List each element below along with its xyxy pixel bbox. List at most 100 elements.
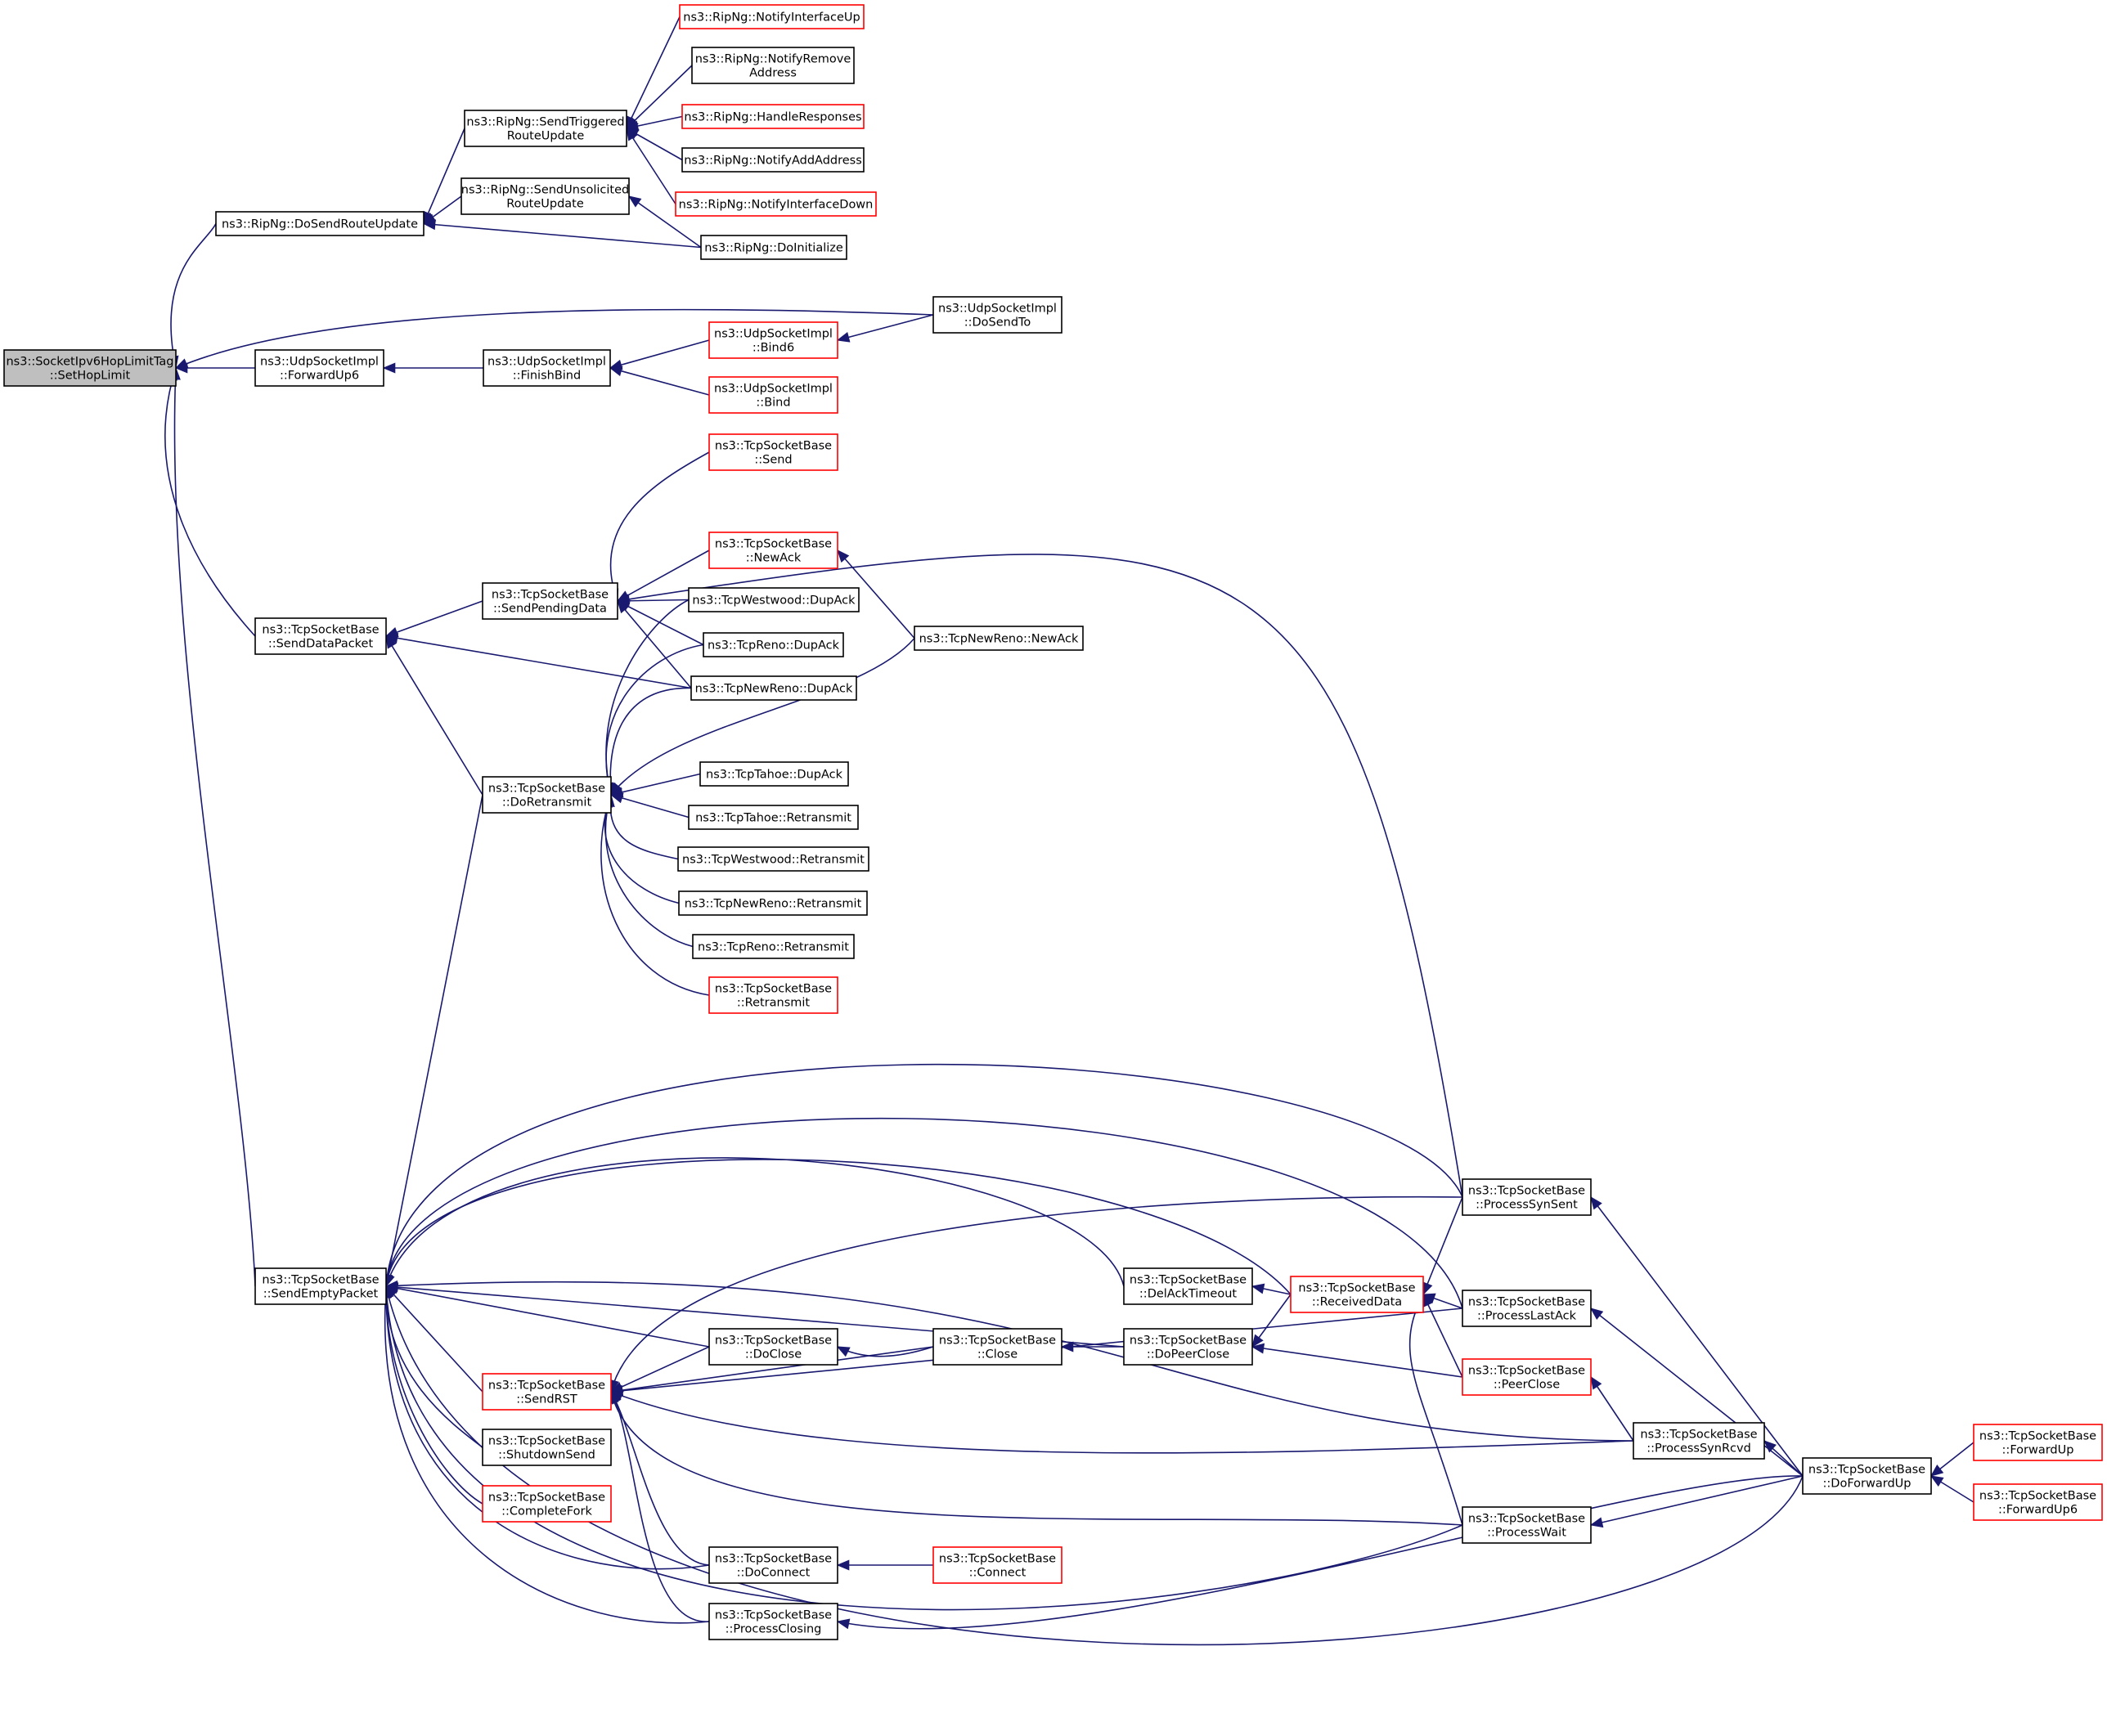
node-udpForwardUp6[interactable]: ns3::UdpSocketImpl::ForwardUp6 <box>254 349 384 387</box>
edge-doForwardUp-to-processSynRcvd <box>1763 1440 1804 1477</box>
node-delAckTimeout[interactable]: ns3::TcpSocketBase::DelAckTimeout <box>1123 1267 1253 1305</box>
node-box <box>1633 1422 1765 1460</box>
edge-processSynSent-to-sendRST <box>609 1195 1463 1393</box>
node-shutdownSend[interactable]: ns3::TcpSocketBase::ShutdownSend <box>482 1429 612 1466</box>
node-box <box>482 582 618 620</box>
node-box <box>1462 1506 1592 1544</box>
edge-tcpNewAck-to-sendPendingData <box>616 550 710 602</box>
node-box <box>708 1546 838 1584</box>
node-label: ns3::TcpReno::DupAck <box>708 639 840 653</box>
node-box <box>1802 1457 1932 1495</box>
node-doForwardUp[interactable]: ns3::TcpSocketBase::DoForwardUp <box>1802 1457 1932 1495</box>
node-tcpSend[interactable]: ns3::TcpSocketBase::Send <box>708 433 838 471</box>
node-label: ::ProcessSynSent <box>1476 1199 1578 1212</box>
node-tcpClose[interactable]: ns3::TcpSocketBase::Close <box>932 1328 1062 1366</box>
node-box <box>703 632 844 657</box>
node-label: ::ProcessLastAck <box>1477 1310 1577 1323</box>
node-label: ::SendDataPacket <box>268 638 374 651</box>
node-root[interactable]: ns3::SocketIpv6HopLimitTag::SetHopLimit <box>3 349 177 387</box>
node-doRetransmit[interactable]: ns3::TcpSocketBase::DoRetransmit <box>482 776 612 814</box>
edge-sendDataPacket-to-root <box>164 366 256 637</box>
node-box <box>482 1373 612 1411</box>
node-peerClose[interactable]: ns3::TcpSocketBase::PeerClose <box>1462 1358 1592 1396</box>
node-box <box>692 934 855 959</box>
node-processSynRcvd[interactable]: ns3::TcpSocketBase::ProcessSynRcvd <box>1633 1422 1765 1460</box>
node-westwoodRetransmit[interactable]: ns3::TcpWestwood::Retransmit <box>677 846 869 872</box>
node-processClosing[interactable]: ns3::TcpSocketBase::ProcessClosing <box>708 1603 838 1640</box>
node-westwoodDupAck[interactable]: ns3::TcpWestwood::DupAck <box>688 587 860 612</box>
node-label: ns3::TcpNewReno::DupAck <box>695 683 853 696</box>
edge-doSendRouteUpdate-to-root <box>168 223 217 370</box>
edge-udpDoSendTo-to-root <box>174 308 934 369</box>
node-tcpForwardUp[interactable]: ns3::TcpSocketBase::ForwardUp <box>1973 1424 2103 1461</box>
node-tahoeDupAck[interactable]: ns3::TcpTahoe::DupAck <box>699 761 849 787</box>
node-label: ns3::TcpSocketBase <box>939 1553 1056 1566</box>
node-label: ns3::TcpSocketBase <box>715 1553 832 1566</box>
edge-tcpSend-to-sendPendingData <box>608 451 710 603</box>
node-renoDupAck[interactable]: ns3::TcpReno::DupAck <box>703 632 844 657</box>
node-tcpForwardUp6[interactable]: ns3::TcpSocketBase::ForwardUp6 <box>1973 1483 2103 1521</box>
node-label: ns3::TcpWestwood::Retransmit <box>682 854 865 867</box>
node-box <box>932 296 1062 334</box>
node-label: ::FinishBind <box>513 370 581 383</box>
node-label: ns3::RipNg::SendUnsolicited <box>461 184 630 197</box>
node-tahoeRetransmit[interactable]: ns3::TcpTahoe::Retransmit <box>688 805 859 830</box>
node-udpDoSendTo[interactable]: ns3::UdpSocketImpl::DoSendTo <box>932 296 1062 334</box>
node-sendDataPacket[interactable]: ns3::TcpSocketBase::SendDataPacket <box>254 617 387 655</box>
node-box <box>675 191 877 217</box>
node-label: ns3::TcpSocketBase <box>488 1492 605 1505</box>
node-label: ns3::TcpSocketBase <box>488 1435 605 1448</box>
node-label: ns3::TcpWestwood::DupAck <box>692 594 856 608</box>
node-notifyIfDown[interactable]: ns3::RipNg::NotifyInterfaceDown <box>675 191 877 217</box>
edge-processWait-to-receivedData <box>1408 1293 1463 1526</box>
node-box <box>708 1328 838 1366</box>
node-label: ns3::UdpSocketImpl <box>714 328 833 341</box>
node-label: ::ShutdownSend <box>498 1449 595 1462</box>
edge-notifyRemove-to-sendTriggered <box>626 65 693 129</box>
node-completeFork[interactable]: ns3::TcpSocketBase::CompleteFork <box>482 1485 612 1523</box>
edge-processSynRcvd-to-sendEmptyPacket <box>384 1280 1634 1442</box>
node-notifyAdd[interactable]: ns3::RipNg::NotifyAddAddress <box>681 147 865 173</box>
node-renoRetransmit[interactable]: ns3::TcpReno::Retransmit <box>692 934 855 959</box>
node-processWait[interactable]: ns3::TcpSocketBase::ProcessWait <box>1462 1506 1592 1544</box>
node-processSynSent[interactable]: ns3::TcpSocketBase::ProcessSynSent <box>1462 1178 1592 1216</box>
node-label: ns3::UdpSocketImpl <box>260 356 379 369</box>
node-newRenoDupAck[interactable]: ns3::TcpNewReno::DupAck <box>690 675 857 701</box>
edge-doForwardUp-to-processClosing <box>836 1475 1804 1630</box>
node-handleResponses[interactable]: ns3::RipNg::HandleResponses <box>681 104 865 129</box>
node-doClose[interactable]: ns3::TcpSocketBase::DoClose <box>708 1328 838 1366</box>
node-sendRST[interactable]: ns3::TcpSocketBase::SendRST <box>482 1373 612 1411</box>
edge-doConnect-to-sendRST <box>610 1390 710 1566</box>
node-receivedData[interactable]: ns3::TcpSocketBase::ReceivedData <box>1290 1276 1424 1313</box>
edge-processWait-to-sendEmptyPacket <box>381 1285 1463 1611</box>
node-tcpConnect[interactable]: ns3::TcpSocketBase::Connect <box>932 1546 1062 1584</box>
node-udpBind6[interactable]: ns3::UdpSocketImpl::Bind6 <box>708 321 838 359</box>
node-udpBind[interactable]: ns3::UdpSocketImpl::Bind <box>708 376 838 414</box>
node-label: ::DoPeerClose <box>1147 1348 1229 1361</box>
node-doConnect[interactable]: ns3::TcpSocketBase::DoConnect <box>708 1546 838 1584</box>
edge-receivedData-to-doPeerClose <box>1251 1294 1292 1348</box>
edge-processSynSent-to-receivedData <box>1422 1196 1463 1296</box>
node-tcpRetransmit[interactable]: ns3::TcpSocketBase::Retransmit <box>708 976 838 1014</box>
edge-renoDupAck-to-doRetransmit <box>603 644 704 796</box>
node-box <box>708 321 838 359</box>
node-udpFinishBind[interactable]: ns3::UdpSocketImpl::FinishBind <box>483 349 611 387</box>
node-newRenoRetransmit[interactable]: ns3::TcpNewReno::Retransmit <box>678 890 868 916</box>
node-label: ns3::TcpSocketBase <box>488 1379 605 1393</box>
edge-doForwardUp-to-sendEmptyPacket <box>383 1285 1804 1646</box>
node-doInitialize[interactable]: ns3::RipNg::DoInitialize <box>700 235 847 260</box>
node-box <box>677 846 869 872</box>
node-doPeerClose[interactable]: ns3::TcpSocketBase::DoPeerClose <box>1123 1328 1253 1366</box>
node-doSendRouteUpdate[interactable]: ns3::RipNg::DoSendRouteUpdate <box>215 211 425 236</box>
node-sendPendingData[interactable]: ns3::TcpSocketBase::SendPendingData <box>482 582 618 620</box>
node-processLastAck[interactable]: ns3::TcpSocketBase::ProcessLastAck <box>1462 1290 1592 1327</box>
node-tcpNewAck[interactable]: ns3::TcpSocketBase::NewAck <box>708 532 838 569</box>
node-box <box>254 349 384 387</box>
node-newRenoNewAck[interactable]: ns3::TcpNewReno::NewAck <box>914 626 1084 651</box>
node-notifyIfUp[interactable]: ns3::RipNg::NotifyInterfaceUp <box>679 4 865 29</box>
edge-completeFork-to-sendEmptyPacket <box>380 1285 483 1505</box>
node-sendEmptyPacket[interactable]: ns3::TcpSocketBase::SendEmptyPacket <box>254 1267 387 1305</box>
